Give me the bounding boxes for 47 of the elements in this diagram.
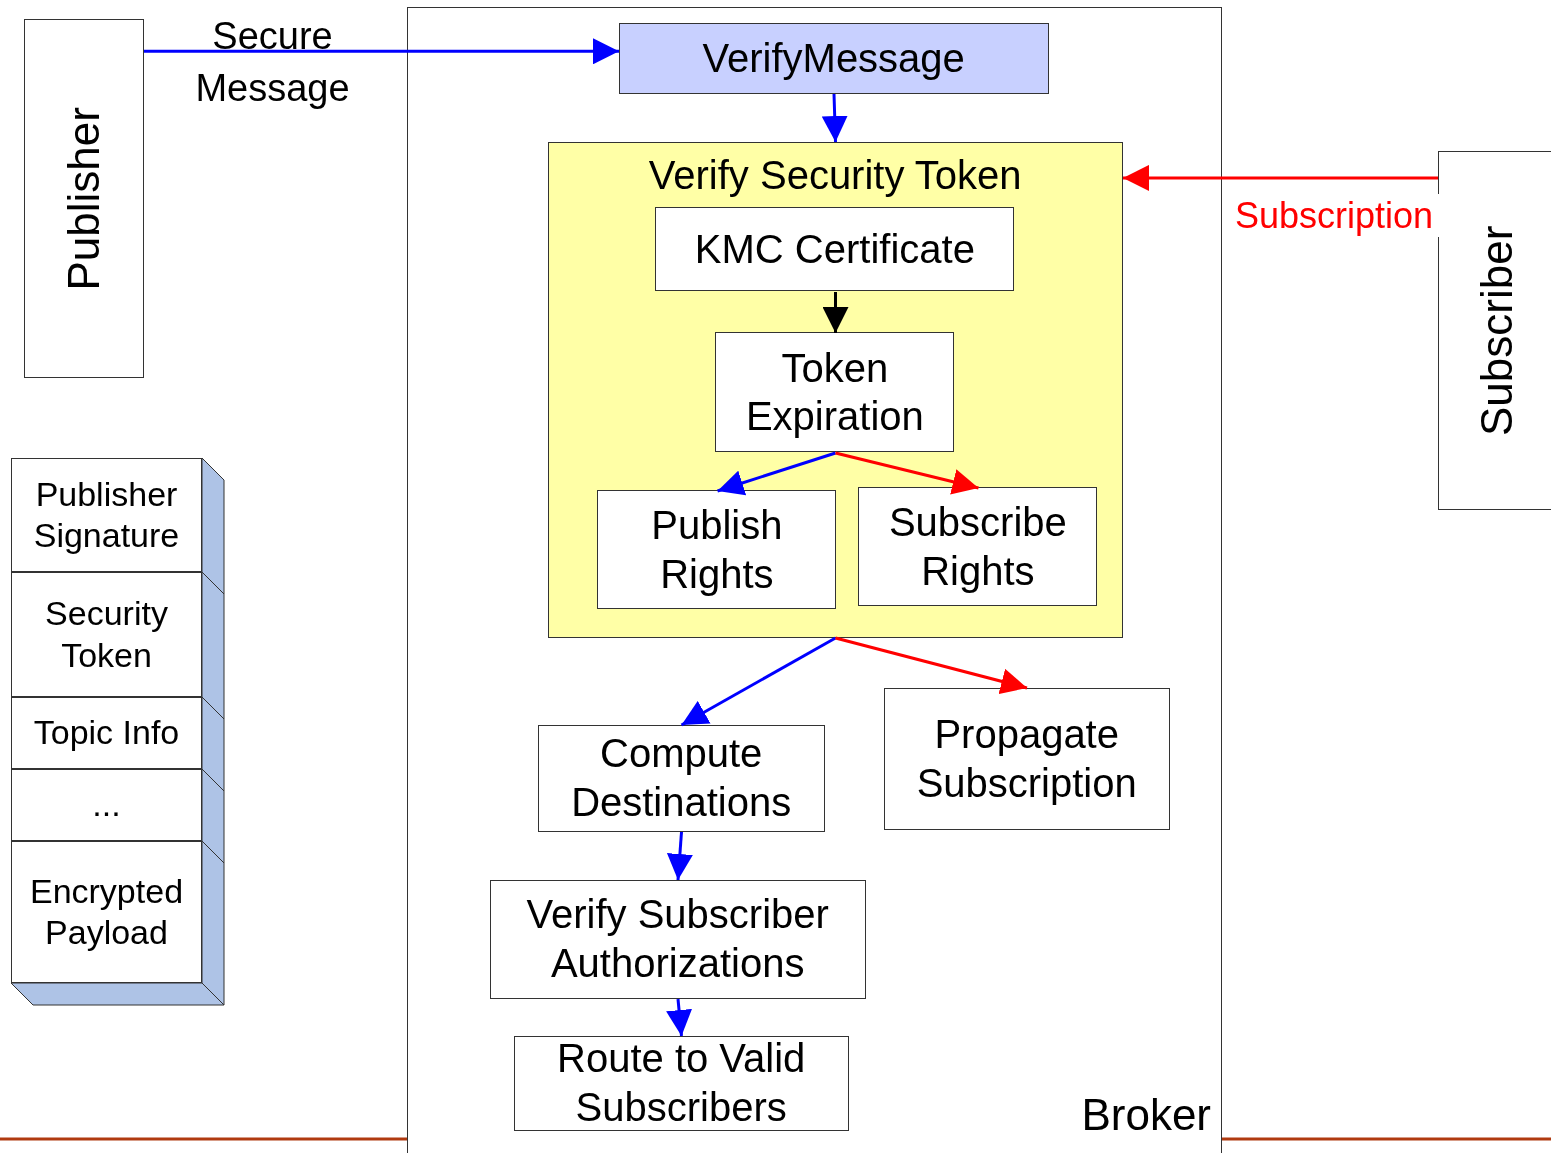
node-label: Security Token xyxy=(44,593,169,676)
broker-container xyxy=(407,7,1222,1153)
group-title: Verify Security Token xyxy=(648,151,1022,199)
node-label: Subscribe Rights xyxy=(887,499,1068,595)
message-field-cell xyxy=(11,572,202,697)
node-label: Propagate Subscription xyxy=(915,710,1138,807)
process-group xyxy=(547,141,1123,638)
arrow xyxy=(1123,164,1438,191)
actor-label: Publisher xyxy=(58,106,110,291)
node-label: VerifyMessage xyxy=(701,34,966,82)
node-label: Publish Rights xyxy=(650,502,784,598)
process-box xyxy=(715,332,955,453)
node-label: KMC Certificate xyxy=(693,225,976,273)
process-box xyxy=(513,1035,849,1131)
arrow xyxy=(835,636,1028,694)
container-label: Broker xyxy=(1081,1089,1211,1142)
arrow xyxy=(680,636,837,727)
actor-box xyxy=(24,19,144,378)
arrow xyxy=(144,38,619,65)
node-label: Encrypted Payload xyxy=(28,870,185,953)
message-field-cell xyxy=(11,697,202,769)
message-field-cell xyxy=(11,769,202,841)
process-box xyxy=(618,22,1049,94)
process-box xyxy=(858,487,1098,607)
node-label: Token Expiration xyxy=(744,344,925,441)
node-label: Compute Destinations xyxy=(570,730,793,827)
node-label: Route to Valid Subscribers xyxy=(556,1035,807,1132)
arrow xyxy=(822,292,849,333)
node-label: Topic Info xyxy=(32,712,181,754)
actor-box xyxy=(1438,151,1551,510)
arrow xyxy=(666,831,693,881)
arrow xyxy=(717,451,836,496)
process-box xyxy=(655,207,1015,292)
arrow xyxy=(835,451,979,495)
process-box xyxy=(597,490,837,610)
actor-label: Subscriber xyxy=(1471,225,1523,436)
edge-label: Secure Message xyxy=(194,14,351,111)
arrow xyxy=(666,998,692,1037)
process-box xyxy=(489,879,866,999)
node-label: Publisher Signature xyxy=(32,473,181,556)
arrow xyxy=(821,93,848,143)
message-field-cell xyxy=(11,458,202,572)
process-box xyxy=(537,724,825,832)
process-box xyxy=(883,687,1170,830)
message-field-cell xyxy=(11,841,202,983)
node-label: ... xyxy=(91,784,122,826)
node-label: Verify Subscriber Authorizations xyxy=(525,891,830,988)
